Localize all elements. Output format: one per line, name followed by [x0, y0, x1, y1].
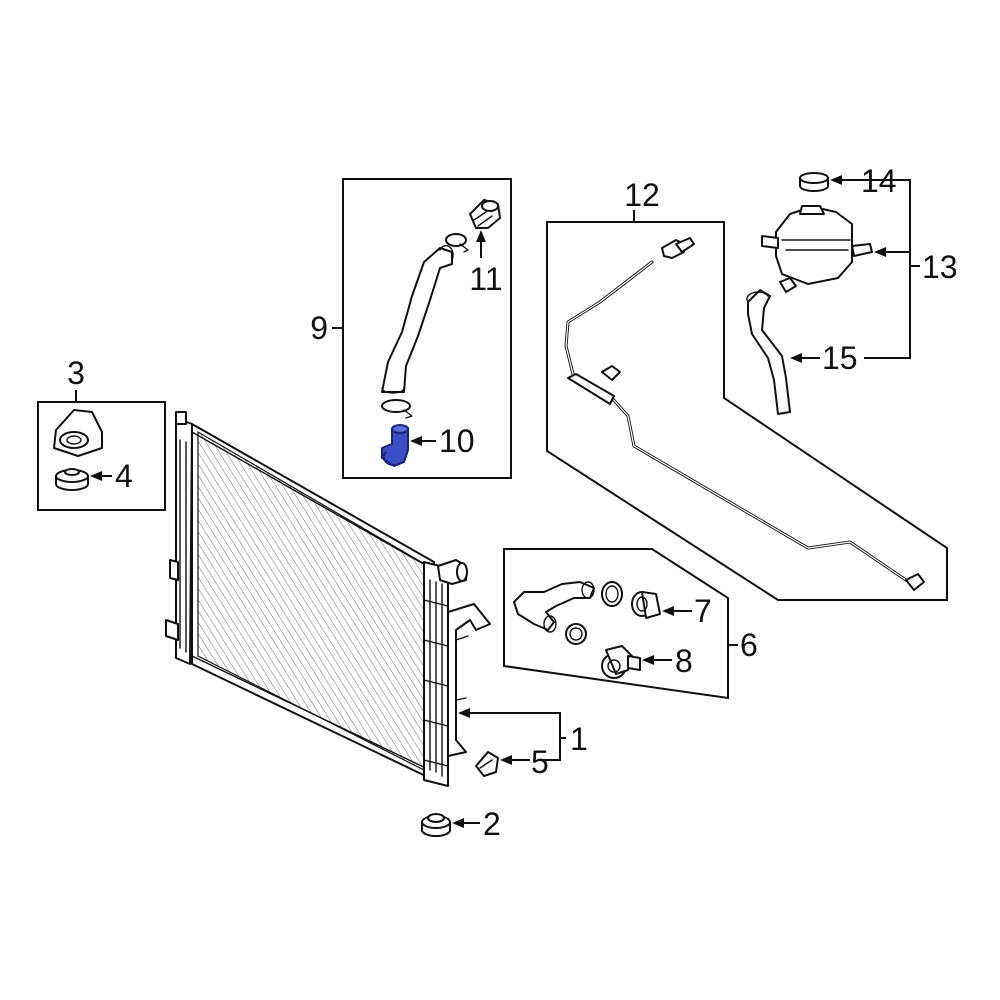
- callout-12: 12: [624, 177, 660, 213]
- callout-7: 7: [694, 593, 712, 629]
- callout-13: 13: [922, 249, 958, 285]
- callout-3: 3: [67, 355, 85, 391]
- callout-14: 14: [861, 163, 897, 199]
- hose-clamp-lower[interactable]: [381, 399, 413, 419]
- reservoir-cap-part-14[interactable]: [799, 172, 829, 192]
- connector-part-8[interactable]: [601, 645, 641, 679]
- callout-4: 4: [115, 458, 133, 494]
- quick-connector-part-11[interactable]: [469, 199, 501, 229]
- lower-hose-kit-box: [503, 548, 729, 700]
- lower-hose-part-6[interactable]: [513, 581, 595, 633]
- callout-1: 1: [570, 721, 588, 757]
- coolant-pipe-kit-box: [546, 221, 948, 601]
- callout-6: 6: [740, 627, 758, 663]
- callout-9: 9: [310, 310, 328, 346]
- hose-clamp-6a[interactable]: [601, 581, 623, 607]
- connector-part-7[interactable]: [631, 591, 661, 619]
- radiator[interactable]: [165, 411, 491, 787]
- callout-5: 5: [531, 744, 549, 780]
- callout-2: 2: [483, 806, 501, 842]
- hose-clamp-upper[interactable]: [445, 233, 469, 253]
- hose-connector-part-10-highlighted[interactable]: [381, 424, 409, 467]
- hose-clamp-6b[interactable]: [565, 623, 587, 645]
- callout-8: 8: [675, 643, 693, 679]
- upper-hose-part-9[interactable]: [381, 244, 454, 394]
- upper-mount-kit-box: [37, 401, 166, 511]
- reservoir-hose-part-15[interactable]: [746, 289, 791, 415]
- leader-lines: [75, 175, 920, 828]
- coolant-reservoir-part-13[interactable]: [761, 205, 873, 293]
- callout-labels: 1 2 3 4 5 6 7 8 9 10 11 12 13 14 15: [67, 163, 957, 842]
- mount-insulator-part-2[interactable]: [421, 813, 451, 837]
- mount-grommet-part-4[interactable]: [55, 468, 89, 491]
- callout-15: 15: [822, 340, 858, 376]
- coolant-pipe-part-12[interactable]: [564, 237, 925, 591]
- drain-plug-part-5[interactable]: [475, 751, 499, 777]
- callout-11: 11: [469, 261, 502, 297]
- callout-10: 10: [439, 423, 475, 459]
- mount-bracket-part-3[interactable]: [53, 409, 103, 457]
